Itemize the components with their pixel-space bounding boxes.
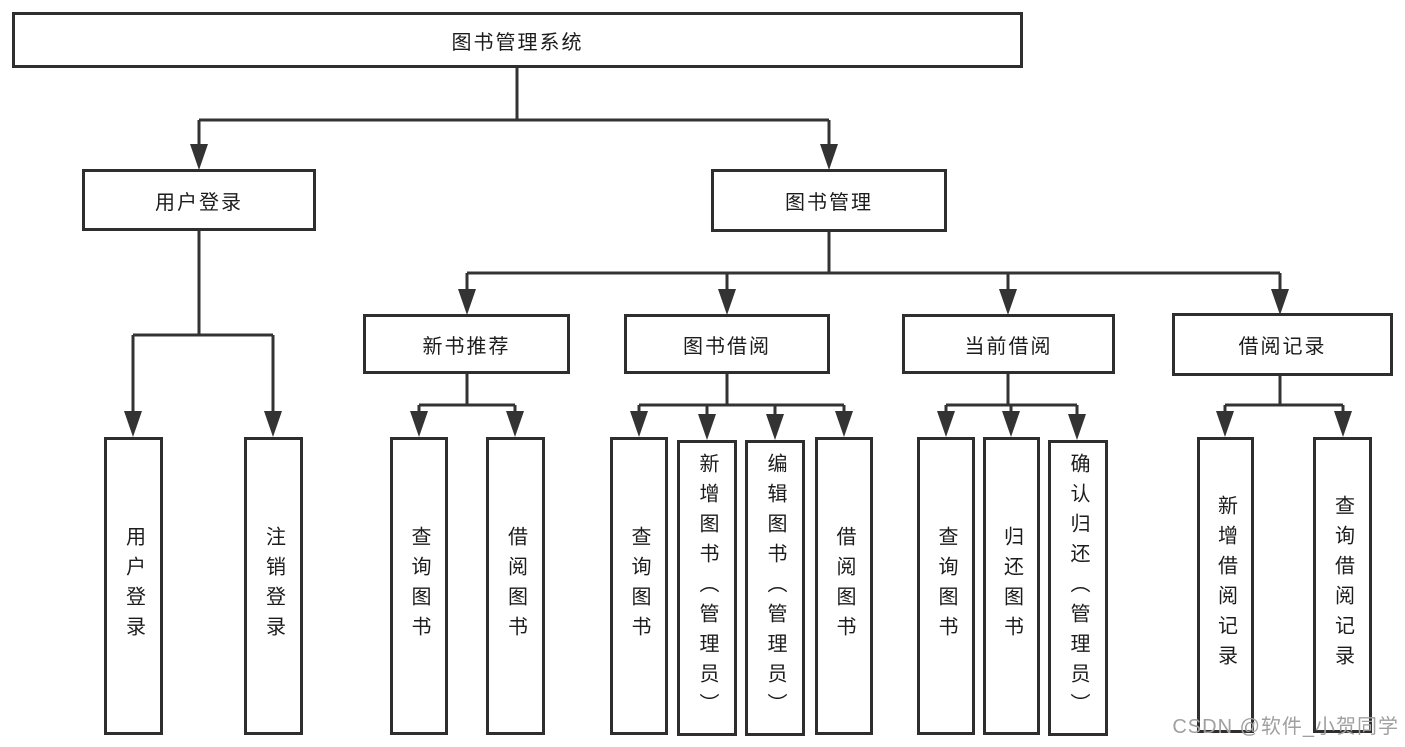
- node-leaf-logout: 注销登录: [244, 437, 303, 735]
- node-library-system: 图书管理系统: [12, 12, 1023, 68]
- node-leaf-user-login: 用户登录: [104, 437, 163, 735]
- node-user-login: 用户登录: [82, 169, 316, 231]
- node-new-book-recommend: 新书推荐: [363, 314, 570, 374]
- node-current-borrow: 当前借阅: [902, 314, 1115, 374]
- node-book-borrow: 图书借阅: [624, 314, 830, 374]
- node-leaf-cb-query-books: 查询图书: [917, 437, 975, 735]
- node-leaf-bb-borrow-books: 借阅图书: [815, 437, 873, 735]
- node-leaf-br-add-record: 新增借阅记录: [1197, 437, 1254, 733]
- node-leaf-bb-query-books: 查询图书: [610, 437, 668, 735]
- tree-branch-lines: [131, 68, 1345, 416]
- node-book-management: 图书管理: [711, 169, 947, 232]
- node-leaf-br-query-record: 查询借阅记录: [1313, 437, 1372, 733]
- node-leaf-cb-confirm-return-admin: 确认归还（管理员）: [1048, 440, 1108, 736]
- node-leaf-bb-add-books-admin: 新增图书（管理员）: [677, 440, 737, 736]
- node-leaf-rec-borrow-books: 借阅图书: [486, 437, 545, 735]
- node-leaf-rec-query-books: 查询图书: [390, 437, 448, 735]
- node-borrow-records: 借阅记录: [1172, 313, 1393, 376]
- node-leaf-bb-edit-books-admin: 编辑图书（管理员）: [745, 440, 805, 736]
- node-leaf-cb-return-books: 归还图书: [983, 437, 1040, 735]
- csdn-watermark: CSDN @软件_小贺同学: [1172, 716, 1399, 738]
